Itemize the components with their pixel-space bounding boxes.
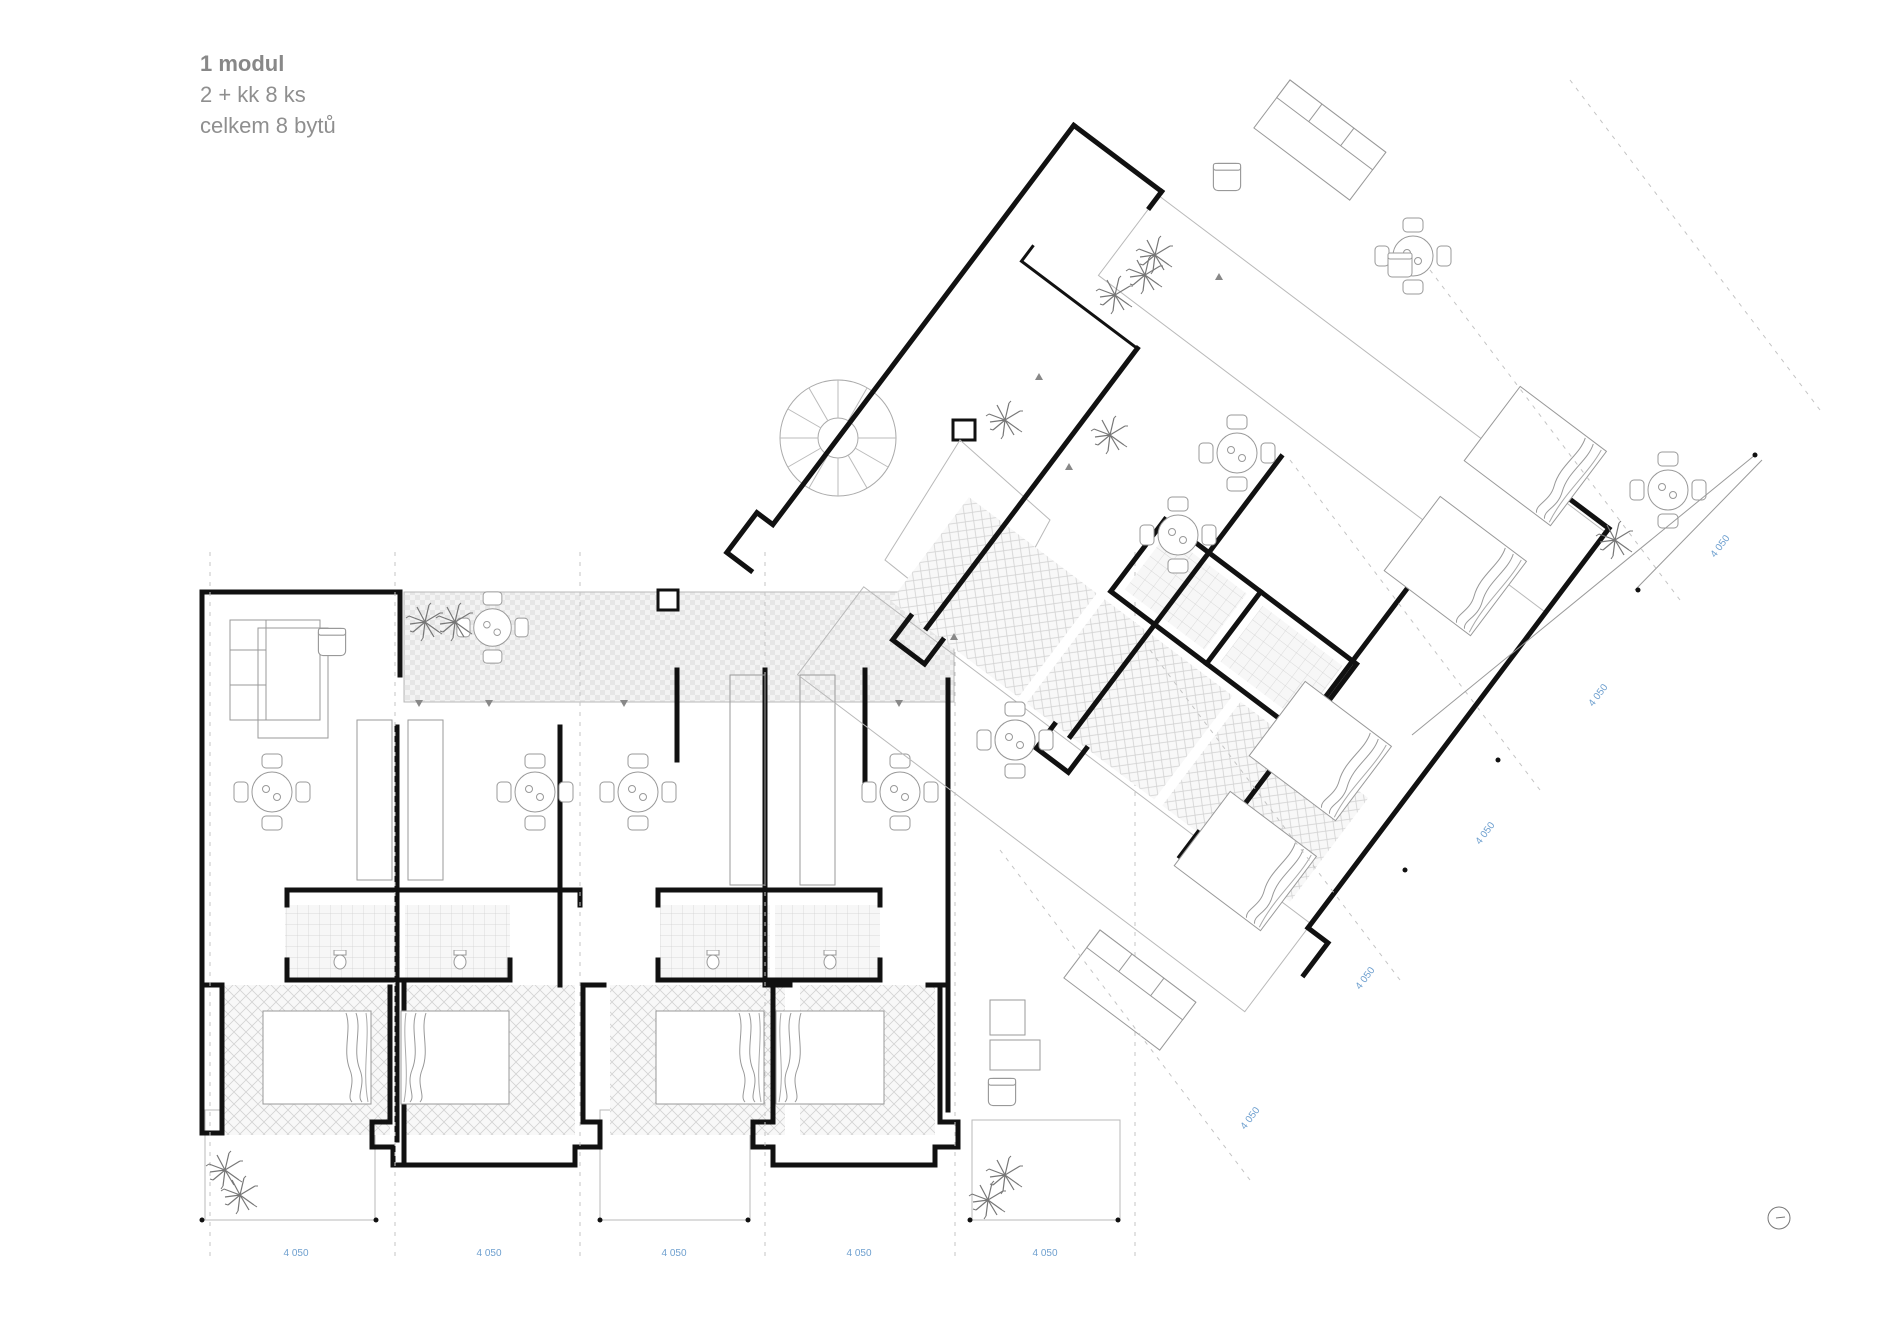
dimension-label: 4 050 (661, 1248, 686, 1259)
angled-furniture (950, 79, 1707, 1051)
plant-icon (1125, 255, 1164, 295)
dimension-label: 4 050 (1474, 820, 1498, 847)
legend-title: 1 modul (200, 51, 285, 76)
bed-icon (262, 1010, 372, 1105)
dimension-label: 4 050 (1239, 1105, 1263, 1132)
legend-total: celkem 8 bytů (200, 113, 336, 138)
plant-icon (1095, 275, 1134, 315)
table-icon (233, 753, 311, 831)
table-icon (861, 753, 939, 831)
plant-icon (1090, 415, 1129, 455)
dimension-label: 4 050 (1032, 1248, 1057, 1259)
legend-unit-count: 2 + kk 8 ks (200, 82, 306, 107)
dimension-label: 4 050 (283, 1248, 308, 1259)
dimension-label: 4 050 (1587, 682, 1611, 709)
legend: 1 modul 2 + kk 8 ks celkem 8 bytů (200, 48, 336, 141)
balcony (971, 1119, 1121, 1221)
bed-icon (1463, 385, 1607, 527)
bed-icon (775, 1010, 885, 1105)
bed-icon (1383, 495, 1527, 637)
dimension-label: 4 050 (476, 1248, 501, 1259)
table-icon (1374, 217, 1452, 295)
straight-wing (199, 552, 1136, 1260)
dimension-label: 4 050 (1354, 965, 1378, 992)
table-icon (1629, 451, 1707, 529)
plant-icon (205, 1150, 244, 1190)
plant-icon (968, 1180, 1007, 1220)
plant-icon (985, 400, 1024, 440)
table-icon (599, 753, 677, 831)
plant-icon (985, 1155, 1024, 1195)
bed-icon (400, 1010, 510, 1105)
dimension-label: 4 050 (846, 1248, 871, 1259)
north-arrow-icon (1767, 1206, 1791, 1230)
dimension-label: 4 050 (1709, 533, 1733, 560)
plant-icon (220, 1175, 259, 1215)
bed-icon (655, 1010, 765, 1105)
